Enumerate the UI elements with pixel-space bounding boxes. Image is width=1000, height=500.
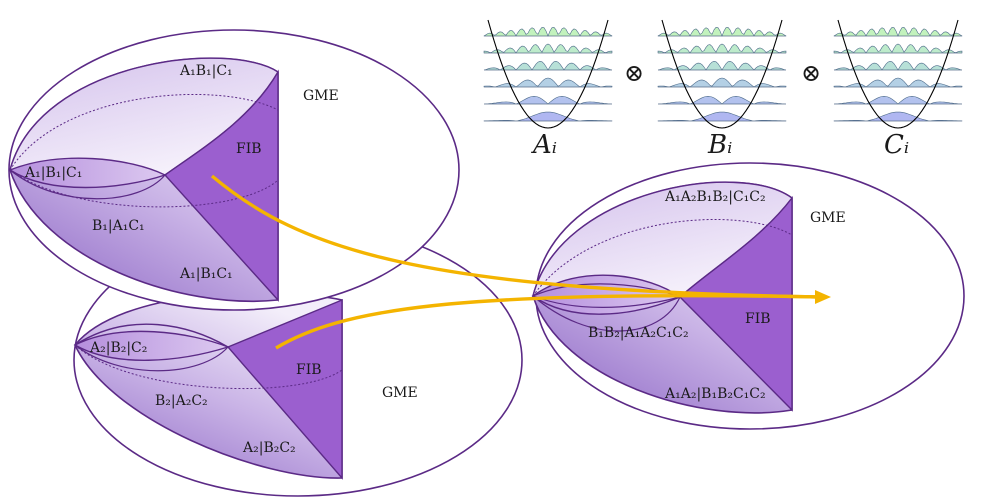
wavefunction-band [657, 77, 787, 88]
label-gme-right: GME [810, 210, 846, 226]
arrow-from-bottom-left [275, 293, 821, 350]
wavefunction-band [833, 77, 963, 88]
label-cone-top-top-left: A₁B₁|C₁ [179, 63, 233, 79]
arrow-head [815, 290, 831, 304]
cone-lower-curve-bottom-left [74, 344, 229, 372]
potential-well-curve [837, 19, 959, 129]
wavefunction-band [483, 77, 613, 88]
label-gme-top-left: GME [303, 88, 339, 104]
cone-inner-curve-bottom-left [74, 323, 229, 348]
label-gme-bottom-left: GME [382, 385, 418, 401]
cone-lower-curve-top-left [9, 169, 166, 200]
wavefunction-band [657, 111, 787, 122]
label-tip-bottom-left: A₂|B₂|C₂ [89, 340, 147, 356]
label-oscillator-c: Cᵢ [884, 130, 909, 160]
oscillator-panel [657, 19, 787, 129]
tensor-product-1: ⊗ [624, 59, 644, 87]
wavefunction-band [657, 26, 787, 37]
label-oscillator-a: Aᵢ [531, 130, 557, 160]
label-fib-top-left: FIB [236, 141, 262, 157]
label-tip-top-left: A₁|B₁|C₁ [24, 165, 82, 181]
wavefunction-band [657, 43, 787, 54]
label-fib-bottom-left: FIB [296, 362, 322, 378]
fib-region-bottom-left [226, 298, 343, 480]
wavefunction-band [483, 26, 613, 37]
cone-lower-curve-right [532, 295, 681, 332]
wavefunction-band [833, 43, 963, 54]
wavefunction-band [833, 26, 963, 37]
wavefunction-band [483, 111, 613, 122]
potential-well-curve [661, 19, 783, 129]
wavefunction-band [657, 95, 787, 105]
system-top-left: A₁B₁|C₁ A₁|B₁|C₁ B₁|A₁C₁ A₁|B₁C₁ FIB GME [8, 29, 460, 311]
dotted-curve-top-left-lower [9, 169, 279, 208]
dotted-curve-top-left [9, 93, 279, 171]
label-fib-right: FIB [745, 311, 771, 327]
label-oscillator-b: Bᵢ [707, 130, 732, 160]
potential-well-curve [487, 19, 609, 129]
label-bottom-bottom-left: A₂|B₂C₂ [242, 440, 296, 456]
label-middle-right: B₁B₂|A₁A₂C₁C₂ [588, 325, 689, 341]
tensor-product-2: ⊗ [801, 59, 821, 87]
wavefunction-band [833, 111, 963, 122]
dotted-curve-bottom-left [74, 344, 343, 390]
label-middle-top-left: B₁|A₁C₁ [92, 218, 145, 234]
fib-region-right [678, 195, 793, 412]
wavefunction-band [833, 95, 963, 105]
oscillator-panel [483, 19, 613, 129]
label-bottom-top-left: A₁|B₁C₁ [179, 266, 233, 282]
dotted-curve-right [532, 218, 793, 297]
arrows [210, 174, 831, 350]
oscillator-panels [483, 19, 963, 129]
wavefunction-band [483, 95, 613, 105]
label-cone-top-right: A₁A₂B₁B₂|C₁C₂ [664, 189, 766, 205]
wavefunction-band [483, 43, 613, 54]
oscillator-panel [833, 19, 963, 129]
label-middle-bottom-left: B₂|A₂C₂ [155, 393, 208, 409]
fib-region-top-left [163, 69, 279, 302]
arrow-from-top-left [210, 174, 821, 299]
label-bottom-right: A₁A₂|B₁B₂C₁C₂ [664, 386, 766, 402]
